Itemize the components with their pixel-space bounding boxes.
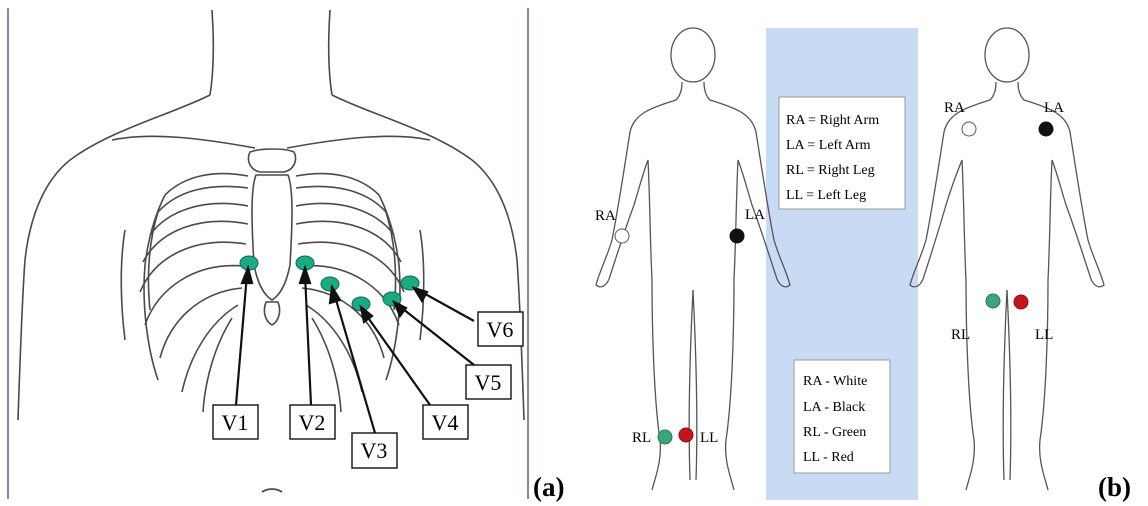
front-electrode-la — [730, 229, 744, 243]
panel-a-letter: (a) — [533, 472, 564, 503]
front-label-la: LA — [745, 207, 765, 223]
lead-label-v2: V2 — [299, 410, 326, 435]
lead-label-v6: V6 — [487, 317, 514, 342]
legend-name-ra: RA = Right Arm — [786, 113, 879, 128]
back-label-ra: RA — [944, 100, 965, 116]
legend-color-rl: RL - Green — [803, 425, 866, 440]
panel-b: RA LA RL LL RA LA RL LL RA = Right Arm L… — [595, 28, 1104, 500]
back-body-outline — [910, 28, 1104, 490]
back-electrode-la — [1039, 122, 1053, 136]
lead-label-v4: V4 — [432, 410, 459, 435]
legend-name-rl: RL = Right Leg — [786, 163, 875, 178]
back-electrode-rl — [986, 294, 1000, 308]
legend-name-ll: LL = Left Leg — [786, 188, 866, 203]
electrode-v3 — [321, 277, 339, 291]
legend-color-ll: LL - Red — [803, 450, 854, 465]
legend-color-la: LA - Black — [803, 400, 865, 415]
back-label-rl: RL — [951, 327, 970, 343]
front-electrode-rl — [658, 430, 672, 444]
back-label-la: LA — [1044, 100, 1064, 116]
back-electrode-ra — [962, 122, 976, 136]
front-label-ll: LL — [700, 430, 718, 446]
panel-b-letter: (b) — [1098, 472, 1131, 503]
rib-cage — [121, 149, 424, 412]
front-label-ra: RA — [595, 208, 616, 224]
back-electrodes — [962, 122, 1053, 309]
front-body-outline — [596, 28, 790, 490]
lead-label-v5: V5 — [475, 370, 502, 395]
back-electrode-ll — [1014, 295, 1028, 309]
front-electrode-ra — [615, 229, 629, 243]
legend-name-la: LA = Left Arm — [786, 138, 871, 153]
lead-label-v3: V3 — [361, 438, 388, 463]
front-electrode-ll — [679, 428, 693, 442]
lead-label-v1: V1 — [222, 410, 249, 435]
panel-a: V1 V2 V3 V4 V5 V6 — [8, 8, 528, 499]
front-label-rl: RL — [632, 430, 651, 446]
back-label-ll: LL — [1035, 327, 1053, 343]
legend-color-ra: RA - White — [803, 374, 867, 389]
front-electrodes — [615, 229, 744, 444]
